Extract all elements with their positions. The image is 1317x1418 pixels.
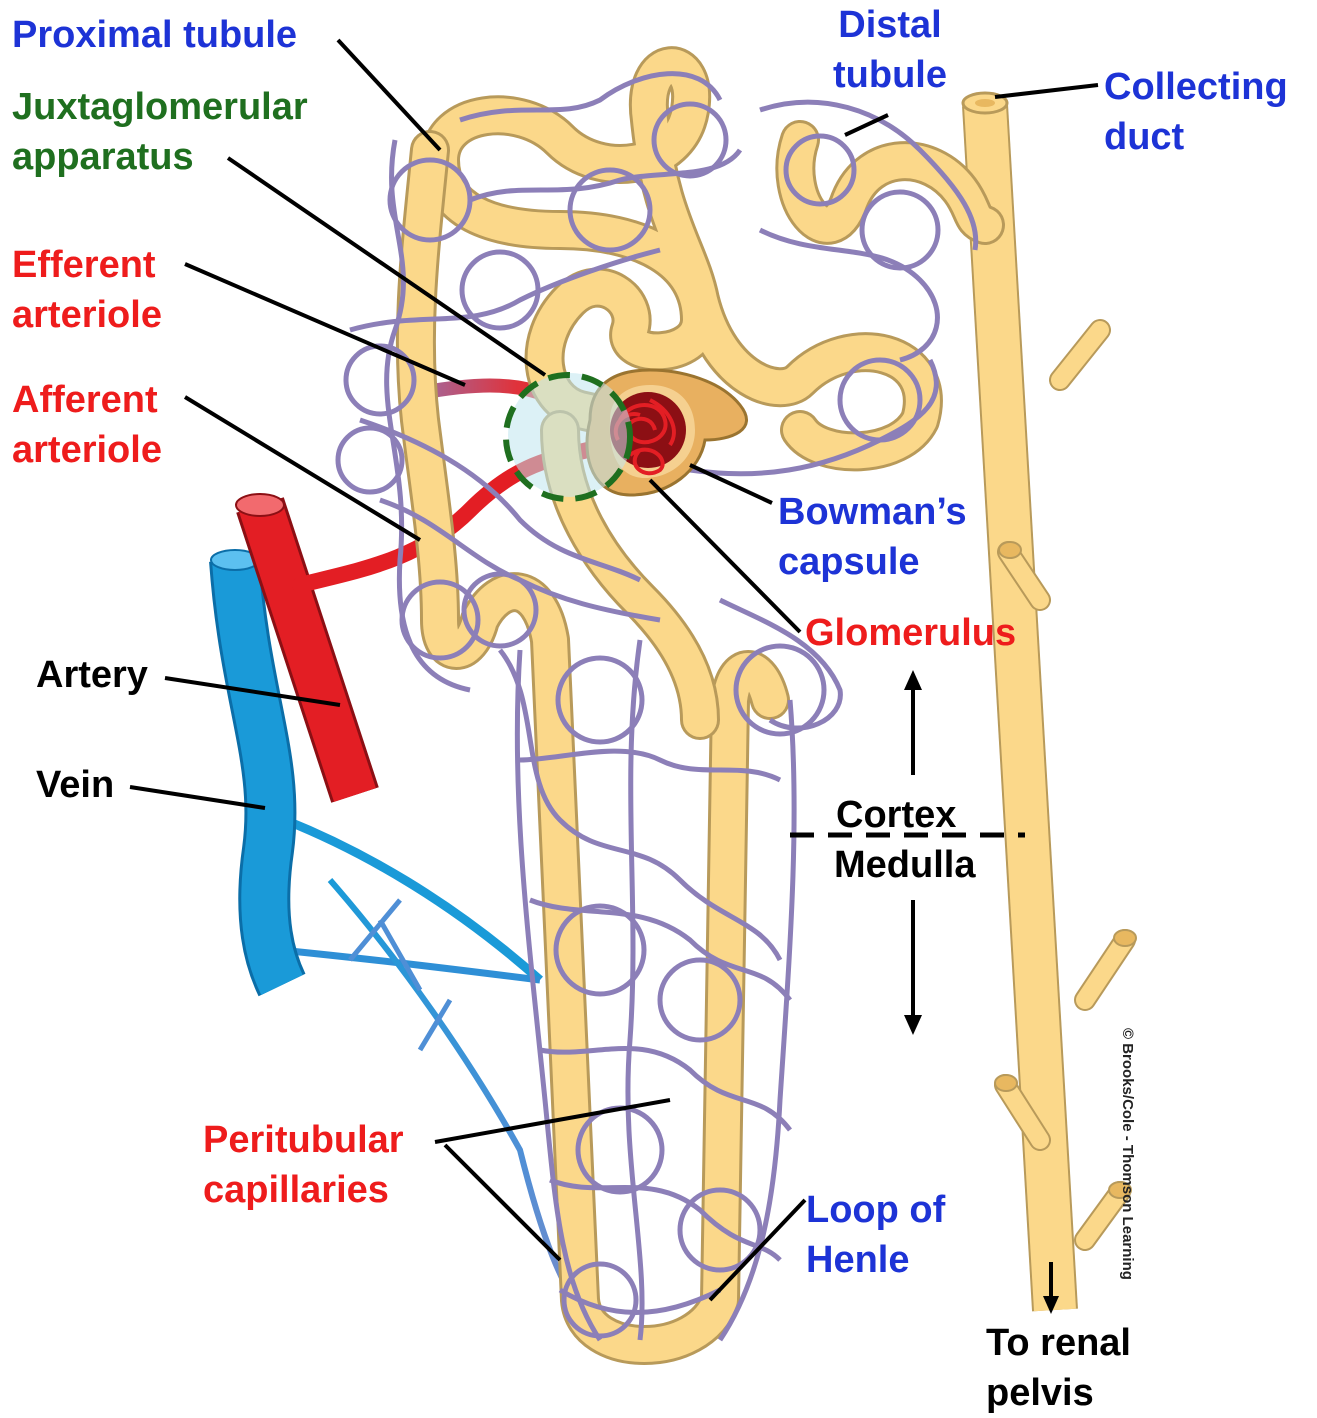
- label-glomerulus-text: Glomerulus: [805, 608, 1016, 658]
- label-juxtaglomerular-line1: Juxtaglomerular: [12, 82, 308, 132]
- label-loop-line2: Henle: [806, 1235, 945, 1285]
- label-distal-line2: tubule: [833, 50, 947, 100]
- label-glomerulus: Glomerulus: [805, 608, 1016, 658]
- label-collecting-line1: Collecting: [1104, 62, 1288, 112]
- label-afferent-line2: arteriole: [12, 425, 162, 475]
- renal-tubule: [416, 66, 985, 1345]
- label-peritubular-line1: Peritubular: [203, 1115, 404, 1165]
- label-collecting-line2: duct: [1104, 112, 1288, 162]
- label-distal-line1: Distal: [833, 0, 947, 50]
- label-juxtaglomerular-line2: apparatus: [12, 132, 308, 182]
- label-efferent-line2: arteriole: [12, 290, 162, 340]
- label-medulla-text: Medulla: [834, 840, 975, 890]
- label-to-renal-pelvis: To renal pelvis: [986, 1318, 1131, 1418]
- label-cortex: Cortex: [836, 790, 956, 840]
- label-artery-text: Artery: [36, 650, 148, 700]
- label-bowmans-line2: capsule: [778, 537, 967, 587]
- label-juxtaglomerular-apparatus: Juxtaglomerular apparatus: [12, 82, 308, 182]
- label-efferent-line1: Efferent: [12, 240, 162, 290]
- copyright-text: © Brooks/Cole - Thomson Learning: [1119, 1028, 1136, 1280]
- copyright-notice: © Brooks/Cole - Thomson Learning: [1120, 1028, 1136, 1318]
- label-collecting-duct: Collecting duct: [1104, 62, 1288, 162]
- label-proximal-tubule: Proximal tubule: [12, 10, 297, 60]
- label-bowmans-line1: Bowman’s: [778, 487, 967, 537]
- label-renal-line2: pelvis: [986, 1368, 1131, 1418]
- label-vein-text: Vein: [36, 760, 114, 810]
- label-renal-line1: To renal: [986, 1318, 1131, 1368]
- label-medulla: Medulla: [834, 840, 975, 890]
- label-peritubular-capillaries: Peritubular capillaries: [203, 1115, 404, 1215]
- label-vein: Vein: [36, 760, 114, 810]
- label-loop-line1: Loop of: [806, 1185, 945, 1235]
- label-peritubular-line2: capillaries: [203, 1165, 404, 1215]
- label-afferent-line1: Afferent: [12, 375, 162, 425]
- label-efferent-arteriole: Efferent arteriole: [12, 240, 162, 340]
- label-proximal-tubule-text: Proximal tubule: [12, 10, 297, 60]
- label-afferent-arteriole: Afferent arteriole: [12, 375, 162, 475]
- label-cortex-text: Cortex: [836, 790, 956, 840]
- label-loop-of-henle: Loop of Henle: [806, 1185, 945, 1285]
- label-artery: Artery: [36, 650, 148, 700]
- collecting-duct: [963, 93, 1136, 1310]
- label-distal-tubule: Distal tubule: [833, 0, 947, 100]
- label-bowmans-capsule: Bowman’s capsule: [778, 487, 967, 587]
